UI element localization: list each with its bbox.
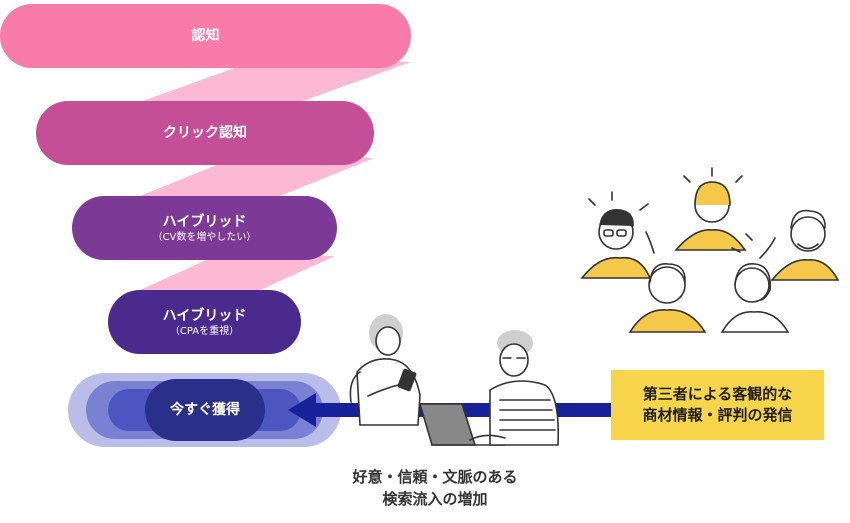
funnel-target-immediate-acquisition: 今すぐ獲得 xyxy=(145,379,265,441)
connector-3-4 xyxy=(140,256,335,290)
funnel-stage-hybrid-cv: ハイブリッド （CV数を増やしたい） xyxy=(72,196,337,260)
stage-label: 認知 xyxy=(191,28,220,44)
badge-line-1: 第三者による客観的な xyxy=(642,385,793,403)
stage-label: ハイブリッド xyxy=(162,307,247,324)
stage-label: ハイブリッド xyxy=(162,213,247,230)
funnel-stage-hybrid-cpa: ハイブリッド （CPAを重視） xyxy=(108,290,301,354)
badge-line-2: 商材情報・評判の発信 xyxy=(642,406,793,424)
third-party-info-badge: 第三者による客観的な 商材情報・評判の発信 xyxy=(611,370,824,440)
stage-label: クリック認知 xyxy=(163,125,247,141)
funnel-stage-click-awareness: クリック認知 xyxy=(36,101,374,165)
caption-line-1: 好意・信頼・文脈のある xyxy=(352,468,518,486)
stage-sublabel: （CPAを重視） xyxy=(169,325,240,337)
caption-line-2: 検索流入の増加 xyxy=(382,490,488,508)
funnel-stage-awareness: 認知 xyxy=(0,4,411,68)
target-label: 今すぐ獲得 xyxy=(170,402,240,418)
connector-2-3 xyxy=(140,158,374,196)
search-inflow-caption: 好意・信頼・文脈のある 検索流入の増加 xyxy=(320,466,550,510)
connector-1-2 xyxy=(140,62,411,102)
stage-sublabel: （CV数を増やしたい） xyxy=(152,231,257,243)
